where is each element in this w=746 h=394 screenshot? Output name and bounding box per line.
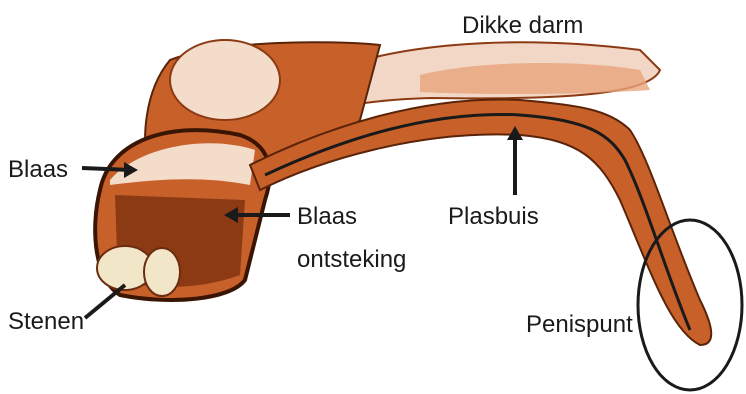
label-blaas-ontsteking-line2: ontsteking [297, 246, 406, 274]
blaas-arrow [82, 168, 130, 170]
label-penispunt: Penispunt [526, 311, 633, 339]
label-dikke-darm: Dikke darm [462, 12, 583, 40]
label-blaas-ontsteking-line1: Blaas [297, 203, 357, 231]
label-stenen: Stenen [8, 308, 84, 336]
label-blaas: Blaas [8, 156, 68, 184]
stenen-line [85, 285, 125, 318]
label-plasbuis: Plasbuis [448, 203, 539, 231]
